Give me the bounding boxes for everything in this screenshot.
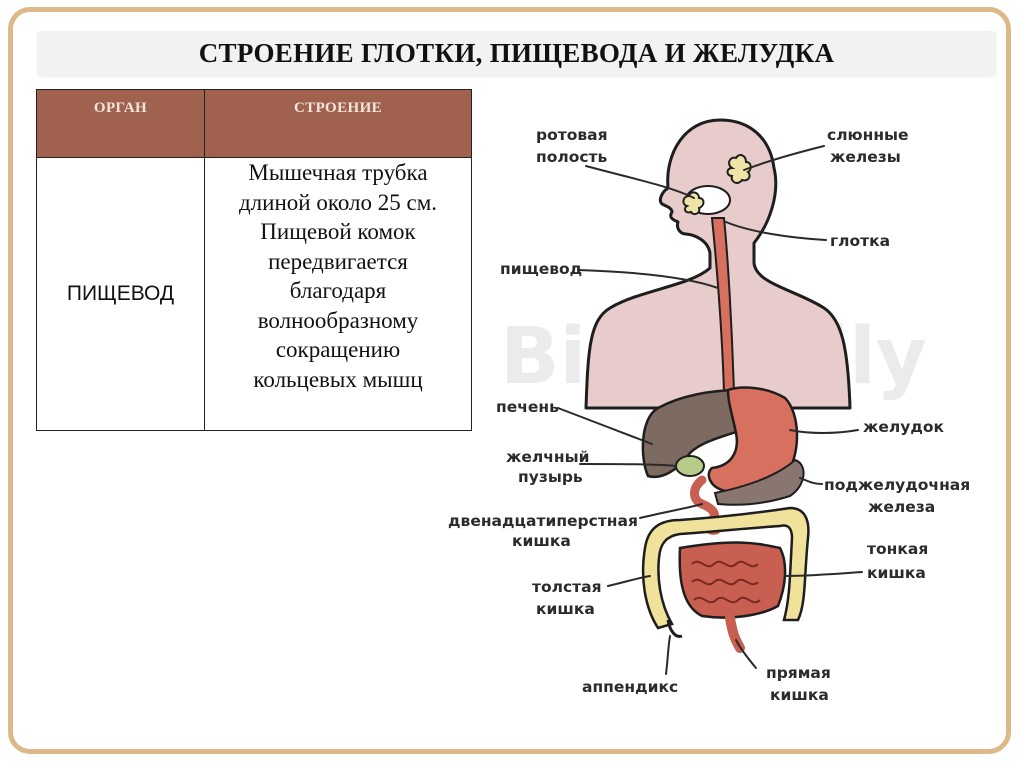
desc-line: длиной около 25 см. [238,189,438,215]
appendix-shape [666,619,683,638]
label-large-intestine-line2: кишка [536,600,595,618]
label-duodenum-line2: кишка [512,532,571,550]
leader-line [579,463,677,467]
table-row: ПИЩЕВОД Мышечная трубка длиной около 25 … [36,157,472,431]
label-liver: печень [496,398,559,416]
leader-line [789,429,859,434]
leader-line [577,269,719,289]
organ-description: Мышечная трубка длиной около 25 см. Пище… [204,157,472,431]
label-small-intestine-line2: кишка [867,564,926,582]
desc-line: сокращению [275,337,401,362]
salivary-gland-shape [682,191,705,216]
gallbladder-shape [675,455,705,477]
desc-line: благодаря [289,278,387,303]
leader-line [639,503,703,519]
desc-line: волнообразному [257,307,419,333]
leader-line [735,639,757,669]
label-large-intestine-line1: толстая [532,578,602,596]
label-pharynx: глотка [830,232,890,250]
desc-line: передвигается [268,248,408,274]
label-rectum-line2: кишка [770,686,829,704]
label-salivary-line1: слюнные [827,126,909,144]
small-intestine-shape [678,541,787,619]
label-oral-cavity-line1: ротовая [536,126,608,144]
header-organ: ОРГАН [36,89,205,158]
leader-line [557,407,653,445]
label-oral-cavity-line2: полость [536,148,608,166]
title-bar: СТРОЕНИЕ ГЛОТКИ, ПИЩЕВОДА И ЖЕЛУДКА [37,31,996,76]
slide-title: СТРОЕНИЕ ГЛОТКИ, ПИЩЕВОДА И ЖЕЛУДКА [198,38,835,68]
label-duodenum-line1: двенадцатиперстная [448,512,638,530]
digestive-system-diagram: BioFamily ротовая полость слюнные железы… [448,118,970,704]
leader-line [725,221,827,241]
label-gallbladder-line1: желчный [506,448,590,466]
desc-line: кольцевых мышц [253,366,423,392]
label-salivary-line2: железы [830,148,901,166]
leader-line [607,575,651,587]
label-pancreas-line2: железа [868,498,935,516]
leader-line [784,571,863,577]
header-structure: СТРОЕНИЕ [204,89,472,158]
label-appendix: аппендикс [582,678,678,696]
label-esophagus: пищевод [500,260,582,278]
leader-line [665,635,671,675]
pancreas-shape [713,458,805,506]
salivary-gland-shape [726,154,752,184]
small-intestine-folds [691,560,761,604]
desc-line: Мышечная трубка [248,160,428,185]
colon-shape [641,506,810,630]
leader-line [585,165,695,199]
label-stomach: желудок [863,418,945,436]
table-header-row: ОРГАН СТРОЕНИЕ [36,89,472,158]
organ-table: ОРГАН СТРОЕНИЕ ПИЩЕВОД Мышечная трубка д… [36,89,472,431]
label-gallbladder-line2: пузырь [518,468,583,486]
organ-name: ПИЩЕВОД [36,157,205,431]
leader-line [743,145,825,171]
label-small-intestine-line1: тонкая [867,540,928,558]
label-pancreas-line1: поджелудочная [824,476,970,494]
leader-line [799,477,823,485]
label-rectum-line1: прямая [766,664,831,682]
desc-line: Пищевой комок [260,219,416,244]
